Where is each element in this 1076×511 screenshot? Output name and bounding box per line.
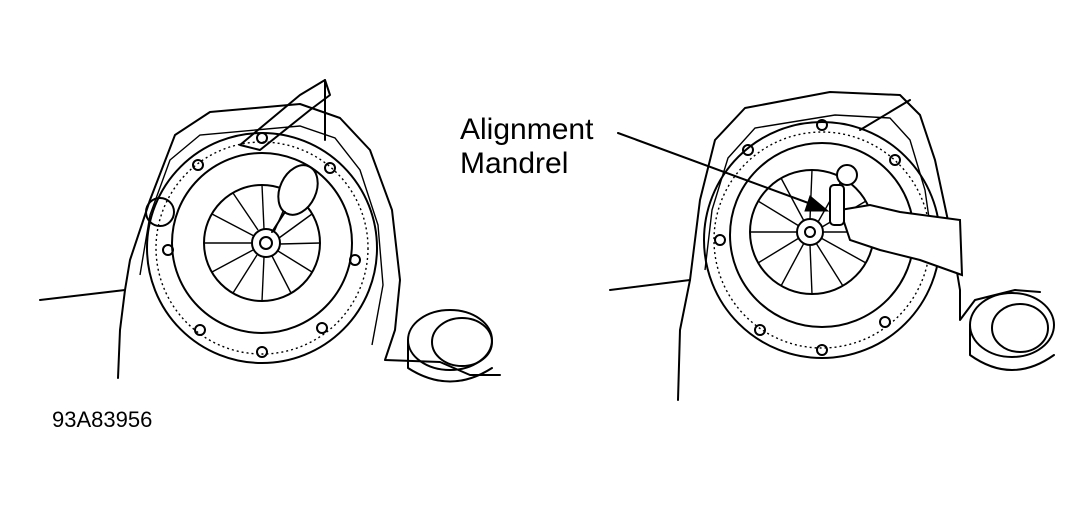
left-housing-base	[117, 289, 126, 379]
right-housing-base	[677, 279, 691, 401]
right-housing-rib	[859, 99, 911, 131]
left-hub-inner	[259, 236, 273, 250]
alignment-mandrel-knob	[836, 164, 858, 186]
left-housing-inner	[139, 125, 384, 346]
left-pressure-plate	[171, 152, 353, 334]
right-hub-inner	[804, 226, 816, 238]
callout-label-line2: Mandrel	[460, 147, 569, 180]
right-hub-outer	[796, 218, 824, 246]
left-side-port	[145, 197, 175, 227]
left-bolt-holes	[162, 132, 361, 358]
right-hand	[838, 203, 964, 277]
callout-leader	[617, 132, 830, 212]
left-assembly	[39, 79, 501, 383]
left-indicator-arm	[239, 79, 331, 151]
left-dial-gauge	[277, 164, 319, 216]
callout-arrowhead	[804, 195, 830, 212]
figure-id: 93A83956	[52, 407, 153, 432]
left-output-cylinder	[407, 309, 493, 383]
right-output-cylinder	[969, 292, 1055, 371]
left-diaphragm-fingers	[204, 184, 321, 302]
left-housing-outline	[39, 103, 501, 376]
right-assembly	[609, 91, 1055, 401]
left-hub-outer	[251, 228, 281, 258]
right-housing-outline	[609, 91, 1041, 321]
left-dial-stem	[271, 211, 286, 233]
alignment-mandrel-shaft	[829, 184, 845, 226]
left-flywheel-teeth	[155, 141, 369, 355]
callout-label-line1: Alignment	[460, 113, 594, 146]
